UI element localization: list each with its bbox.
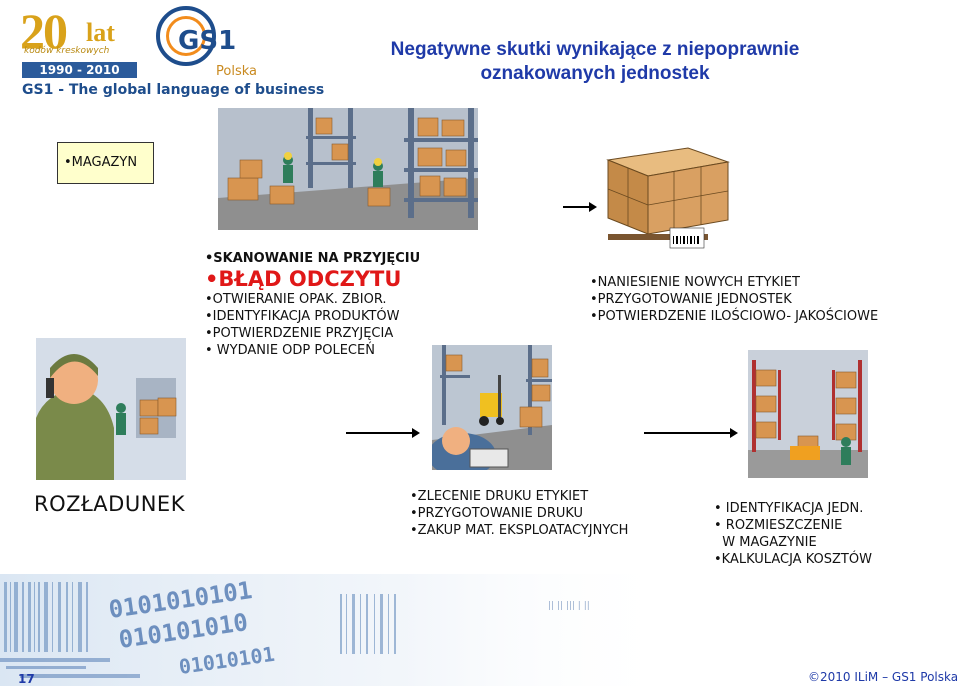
relabel-step-apply: •NANIESIENIE NOWYCH ETYKIET <box>590 275 800 290</box>
page-number: 17 <box>18 672 35 686</box>
anniversary-subtitle: kodów kreskowych <box>24 46 110 56</box>
storage-step-place-cont: W MAGAZYNIE <box>714 535 817 550</box>
anniversary-logo: 20 lat kodów kreskowych 1990 - 2010 <box>20 3 137 78</box>
receiving-step-scan: •SKANOWANIE NA PRZYJĘCIU <box>205 251 421 266</box>
receiving-step-confirm: •POTWIERDZENIE PRZYJĘCIA <box>205 326 394 341</box>
unloading-label: ROZŁADUNEK <box>34 492 185 516</box>
slide-title: Negatywne skutki wynikające z niepoprawn… <box>345 38 845 86</box>
receiving-step-open: •OTWIERANIE OPAK. ZBIOR. <box>205 292 387 307</box>
relabel-step-prepare: •PRZYGOTOWANIE JEDNOSTEK <box>590 292 792 307</box>
storage-step-identify: • IDENTYFIKACJA JEDN. <box>714 501 864 516</box>
arrow-to-pallet <box>563 202 597 212</box>
relabel-step-confirm: •POTWIERDZENIE ILOŚCIOWO- JAKOŚCIOWE <box>590 309 879 324</box>
gs1-mark: GS1 <box>178 26 237 56</box>
copyright: ©2010 ILiM – GS1 Polska <box>808 670 959 684</box>
arrow-to-shelves <box>644 428 738 438</box>
tagline: GS1 - The global language of business <box>22 82 325 98</box>
barcode-decoration: 0101010101 010101010 01010101 || || ||| … <box>0 574 680 686</box>
print-step-order: •ZLECENIE DRUKU ETYKIET <box>410 489 589 504</box>
gs1-ring-inner <box>166 16 206 56</box>
anniversary-years: 1990 - 2010 <box>22 62 137 78</box>
receiving-step-dispatch: • WYDANIE ODP POLECEŃ <box>205 343 375 358</box>
forklift-illustration <box>432 345 552 470</box>
shelves-drawing <box>748 350 868 478</box>
gs1-country: Polska <box>216 64 257 79</box>
pallet-illustration <box>598 140 738 250</box>
forklift-drawing <box>432 345 552 470</box>
gs1-logo: GS1 Polska <box>150 4 270 82</box>
storage-steps: • IDENTYFIKACJA JEDN. • ROZMIESZCZENIE W… <box>714 500 872 568</box>
svg-text:|| || ||| | ||: || || ||| | || <box>548 601 590 611</box>
storage-step-place: • ROZMIESZCZENIE <box>714 518 843 533</box>
gs1-ring <box>156 6 216 66</box>
anniversary-number: 20 <box>20 3 68 59</box>
receiving-step-identify: •IDENTYFIKACJA PRODUKTÓW <box>205 309 400 324</box>
title-line-2: oznakowanych jednostek <box>480 63 710 84</box>
arrow-to-forklift <box>346 428 420 438</box>
relabel-steps: •NANIESIENIE NOWYCH ETYKIET •PRZYGOTOWAN… <box>590 274 878 325</box>
anniversary-word: lat <box>86 18 115 47</box>
receiving-steps: •SKANOWANIE NA PRZYJĘCIU •BŁĄD ODCZYTU •… <box>205 250 420 359</box>
warehouse-illustration <box>218 108 478 230</box>
pallet-drawing <box>606 147 730 249</box>
warehouse-drawing <box>218 108 478 230</box>
barcode-pattern: 0101010101 010101010 01010101 || || ||| … <box>0 574 680 686</box>
receiving-step-read-error: •BŁĄD ODCZYTU <box>205 267 402 291</box>
title-line-1: Negatywne skutki wynikające z niepoprawn… <box>390 39 800 60</box>
shelves-illustration <box>748 350 868 478</box>
worker-drawing <box>36 338 186 480</box>
print-step-materials: •ZAKUP MAT. EKSPLOATACYJNYCH <box>410 523 629 538</box>
worker-illustration <box>36 338 186 480</box>
storage-step-costs: •KALKULACJA KOSZTÓW <box>714 552 872 567</box>
print-steps: •ZLECENIE DRUKU ETYKIET •PRZYGOTOWANIE D… <box>410 488 628 539</box>
magazyn-box: •MAGAZYN <box>57 142 154 184</box>
print-step-prepare: •PRZYGOTOWANIE DRUKU <box>410 506 584 521</box>
